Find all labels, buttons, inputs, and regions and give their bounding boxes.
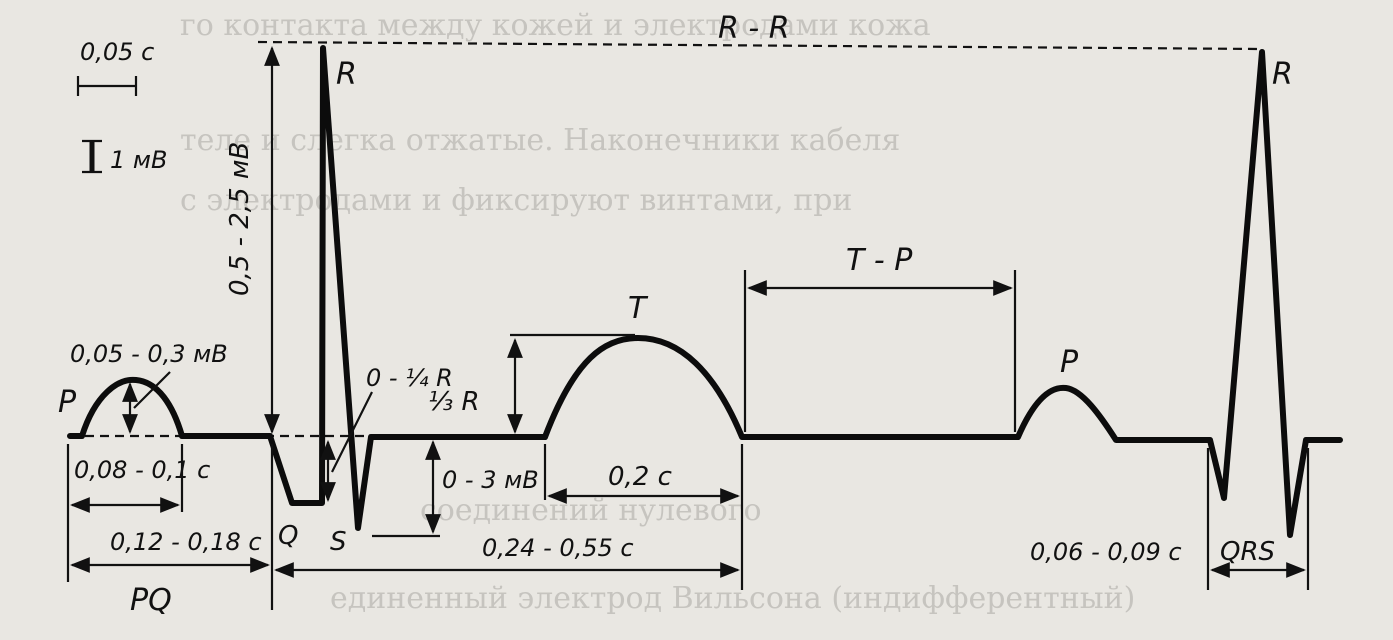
qrs-duration-label: 0,06 - 0,09 с <box>1030 538 1182 566</box>
p-wave-label-1: P <box>58 385 77 420</box>
s-wave-label: S <box>330 527 347 557</box>
pq-duration-label: 0,12 - 0,18 с <box>110 528 262 556</box>
svg-text:соединений нулевого: соединений нулевого <box>420 493 762 528</box>
r-peak-dashed-line <box>257 40 1263 51</box>
rr-interval-label: R - R <box>718 11 790 46</box>
scale-voltage-label: 1 мВ <box>110 146 167 174</box>
p-wave-label-2: P <box>1060 345 1079 380</box>
t-amplitude-label: ⅓ R <box>428 387 480 417</box>
q-amplitude-pointer <box>331 391 373 473</box>
p-duration-label: 0,08 - 0,1 с <box>74 456 210 484</box>
ecg-waveform <box>67 45 1343 538</box>
s-amplitude-label: 0 - 3 мВ <box>442 466 539 494</box>
scale-voltage-bar <box>82 139 102 174</box>
pq-interval-label: PQ <box>130 583 172 618</box>
t-duration-label: 0,2 с <box>608 462 672 492</box>
r-wave-label-2: R <box>1272 57 1293 92</box>
q-amplitude-label: 0 - ¼ R <box>366 364 453 392</box>
p-amplitude-label: 0,05 - 0,3 мВ <box>70 340 228 368</box>
t-wave-label: T <box>628 291 649 326</box>
scale-time-bar <box>76 76 138 96</box>
scale-time-label: 0,05 с <box>80 38 154 66</box>
tp-interval-label: T - P <box>846 243 913 278</box>
svg-text:с электродами и фиксируют винт: с электродами и фиксируют винтами, при <box>180 183 852 218</box>
svg-text:теле и слегка отжатые. Наконеч: теле и слегка отжатые. Наконечники кабел… <box>180 123 900 158</box>
p-amplitude-pointer <box>133 371 171 409</box>
svg-text:го контакта между кожей и элек: го контакта между кожей и электродами ко… <box>180 8 931 43</box>
qt-duration-label: 0,24 - 0,55 с <box>482 534 634 562</box>
svg-text:единенный электрод Вильсона (и: единенный электрод Вильсона (индифферент… <box>330 581 1135 616</box>
qrs-complex-label: QRS <box>1220 537 1275 567</box>
r-wave-label-1: R <box>336 57 357 92</box>
q-wave-label: Q <box>278 521 298 551</box>
r-amplitude-label: 0,5 - 2,5 мВ <box>225 142 255 296</box>
